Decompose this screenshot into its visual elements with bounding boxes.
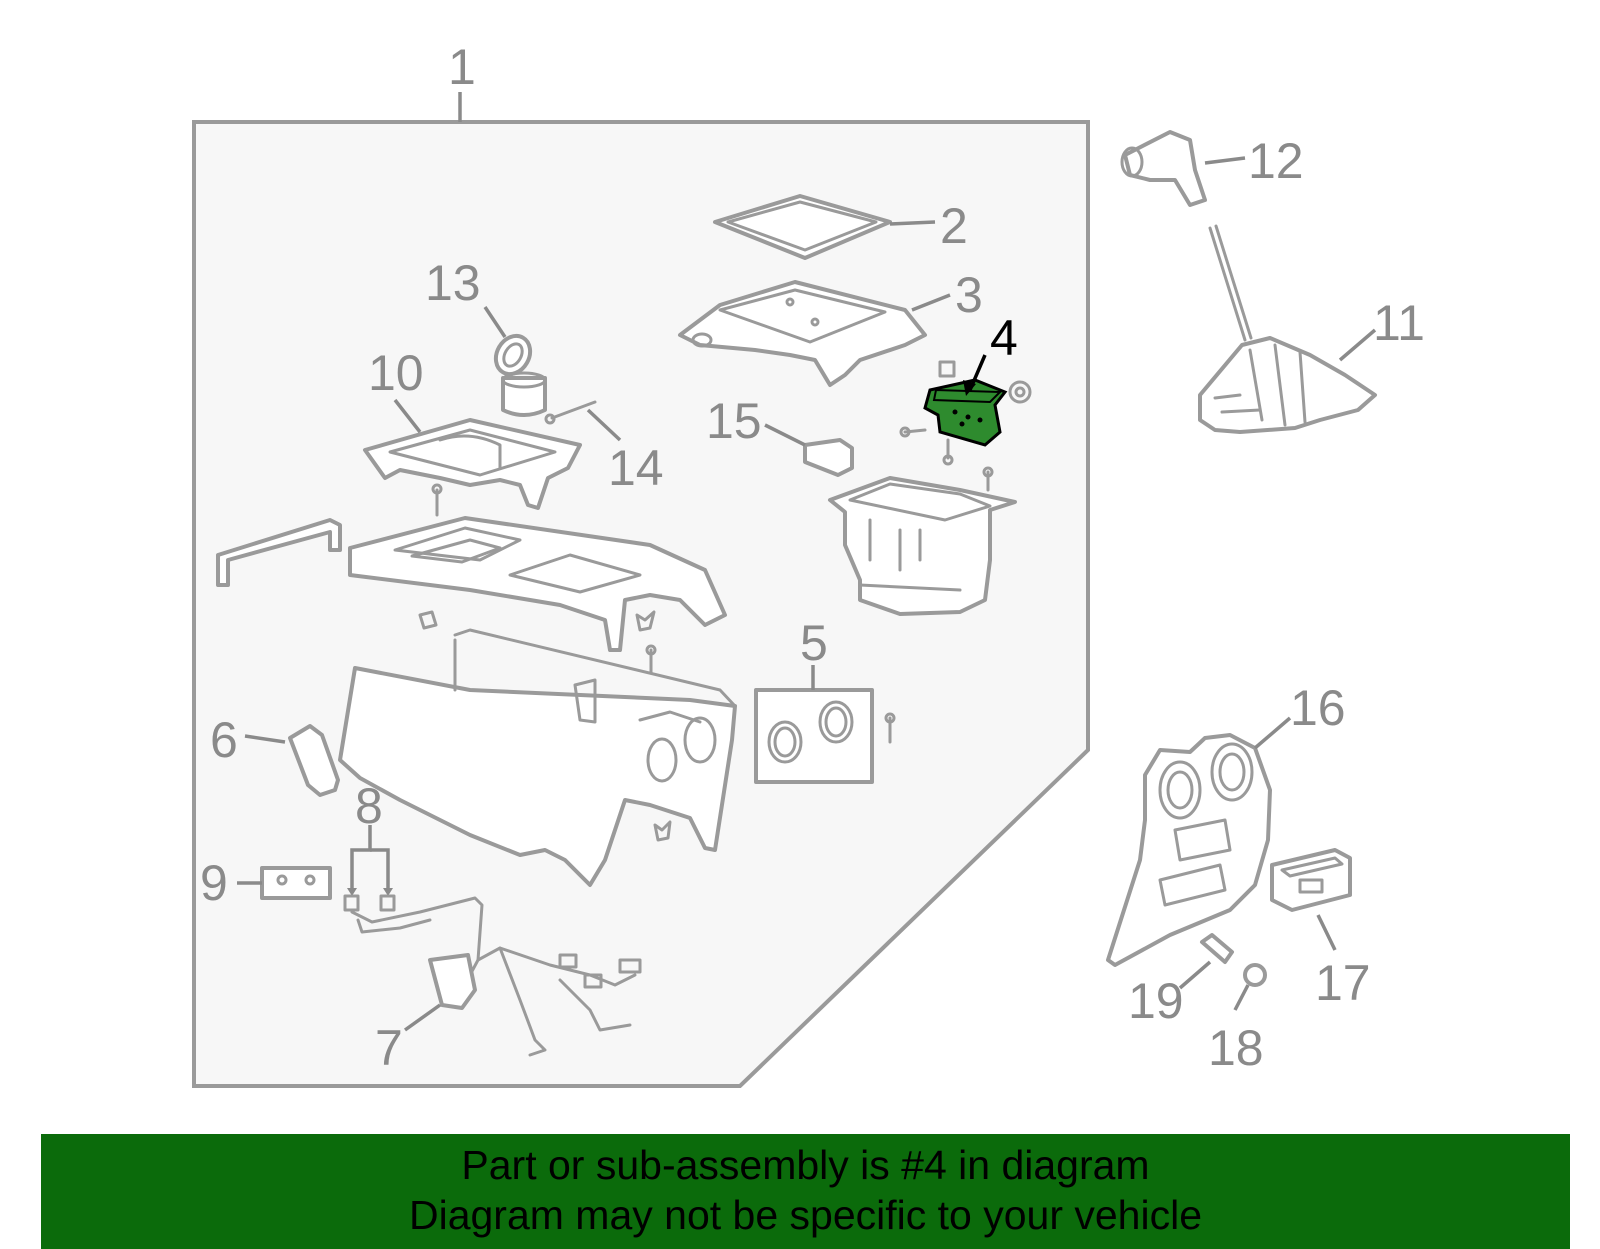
callout-4: 4 bbox=[990, 310, 1018, 366]
callout-19: 19 bbox=[1128, 973, 1184, 1029]
callout-11: 11 bbox=[1373, 295, 1425, 351]
part-8-bulbs[interactable] bbox=[343, 825, 396, 912]
callout-8: 8 bbox=[355, 778, 383, 834]
assembly-panel bbox=[192, 120, 1090, 1088]
callout-10: 10 bbox=[368, 345, 424, 401]
part-14-pin[interactable] bbox=[544, 400, 597, 425]
part-3-console-lid[interactable] bbox=[678, 280, 927, 387]
callout-6: 6 bbox=[210, 712, 238, 768]
callout-9: 9 bbox=[200, 855, 228, 911]
part-12-shift-knob[interactable] bbox=[1120, 130, 1207, 207]
part-2-lid-pad[interactable] bbox=[713, 194, 892, 260]
part-7-wiring-harness[interactable] bbox=[350, 896, 642, 1057]
callout-2: 2 bbox=[940, 198, 968, 254]
notice-banner: Part or sub-assembly is #4 in diagram Di… bbox=[41, 1134, 1570, 1249]
part-9-switch-plate[interactable] bbox=[260, 866, 332, 900]
banner-line-1: Part or sub-assembly is #4 in diagram bbox=[461, 1142, 1150, 1188]
part-18-bulb[interactable] bbox=[1243, 963, 1267, 987]
callout-17: 17 bbox=[1315, 955, 1371, 1011]
callout-1: 1 bbox=[448, 39, 476, 95]
storage-bin[interactable] bbox=[828, 476, 1017, 616]
callout-5: 5 bbox=[800, 615, 828, 671]
callout-15: 15 bbox=[706, 393, 762, 449]
part-4-latch-highlighted[interactable] bbox=[923, 378, 1008, 447]
callout-7: 7 bbox=[375, 1020, 403, 1076]
part-15-clip[interactable] bbox=[803, 438, 854, 477]
part-11-shifter-assembly[interactable] bbox=[1198, 224, 1377, 434]
callout-16: 16 bbox=[1290, 680, 1346, 736]
part-10-shifter-trim[interactable] bbox=[363, 418, 582, 510]
handle-rail[interactable] bbox=[216, 518, 342, 587]
upper-console-housing[interactable] bbox=[348, 516, 727, 652]
callout-13: 13 bbox=[425, 255, 481, 311]
part-6-pad[interactable] bbox=[288, 724, 340, 797]
part-19-plug[interactable] bbox=[1200, 933, 1234, 964]
callout-14: 14 bbox=[608, 440, 664, 496]
lower-console-body[interactable] bbox=[338, 628, 737, 887]
banner-line-2: Diagram may not be specific to your vehi… bbox=[408, 1192, 1202, 1238]
part-13-cup-insert[interactable] bbox=[489, 330, 547, 417]
callout-12: 12 bbox=[1248, 133, 1304, 189]
part-16-trim-bezel[interactable] bbox=[1106, 733, 1272, 967]
part-17-control-module[interactable] bbox=[1270, 848, 1352, 912]
callout-3: 3 bbox=[955, 267, 983, 323]
part-5-bezel[interactable] bbox=[754, 688, 874, 784]
callout-18: 18 bbox=[1208, 1020, 1264, 1076]
